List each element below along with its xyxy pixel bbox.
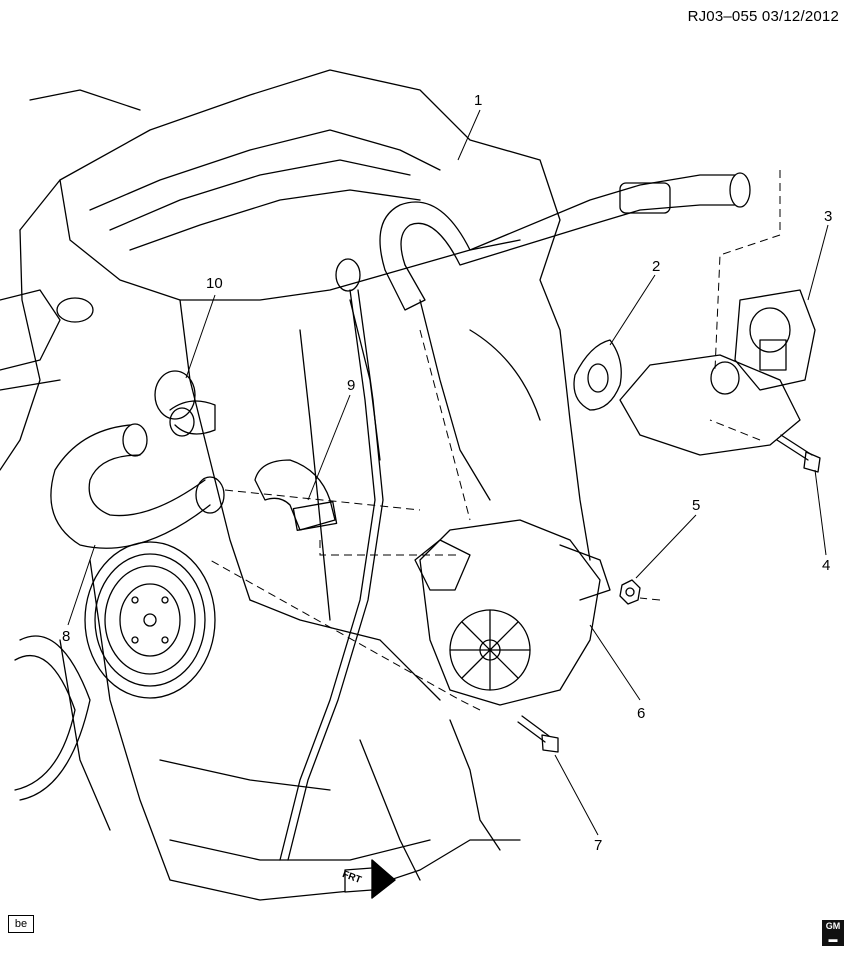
leader-4 (814, 469, 827, 556)
dipstick (279, 258, 384, 861)
callout-9: 9 (347, 377, 356, 394)
air-hose-8 (50, 423, 225, 549)
crank-pulley (14, 541, 216, 801)
leader-8 (67, 544, 96, 626)
gasket-2 (573, 339, 622, 411)
callout-4: 4 (822, 557, 831, 574)
dashed-guide (209, 170, 781, 711)
leader-10 (185, 294, 216, 379)
leader-3 (807, 224, 829, 301)
nut-5 (619, 579, 641, 605)
leader-5 (635, 514, 697, 579)
callout-5: 5 (692, 497, 701, 514)
callout-3: 3 (824, 208, 833, 225)
leader-6 (589, 624, 641, 701)
callout-6: 6 (637, 705, 646, 722)
leader-7 (554, 754, 599, 836)
elbow-fitting-9 (254, 459, 338, 531)
gm-logo: GM▬ (822, 920, 844, 946)
callout-2: 2 (652, 258, 661, 275)
air-pump-6 (414, 519, 611, 706)
air-hose-1 (379, 172, 751, 311)
engine-block (0, 69, 591, 901)
leader-2 (609, 274, 656, 346)
callout-1: 1 (474, 92, 483, 109)
corner-tag: be (8, 915, 34, 933)
bolt-7 (517, 715, 559, 753)
diagram-code-date: RJ03–055 03/12/2012 (687, 8, 839, 25)
connector-10 (154, 370, 216, 437)
check-valve-3 (619, 289, 816, 456)
callout-7: 7 (594, 837, 603, 854)
callout-8: 8 (62, 628, 71, 645)
front-arrow (344, 859, 396, 899)
bolt-4 (776, 434, 821, 473)
callout-10: 10 (206, 275, 223, 292)
leader-9 (307, 394, 351, 501)
leader-1 (457, 109, 481, 161)
